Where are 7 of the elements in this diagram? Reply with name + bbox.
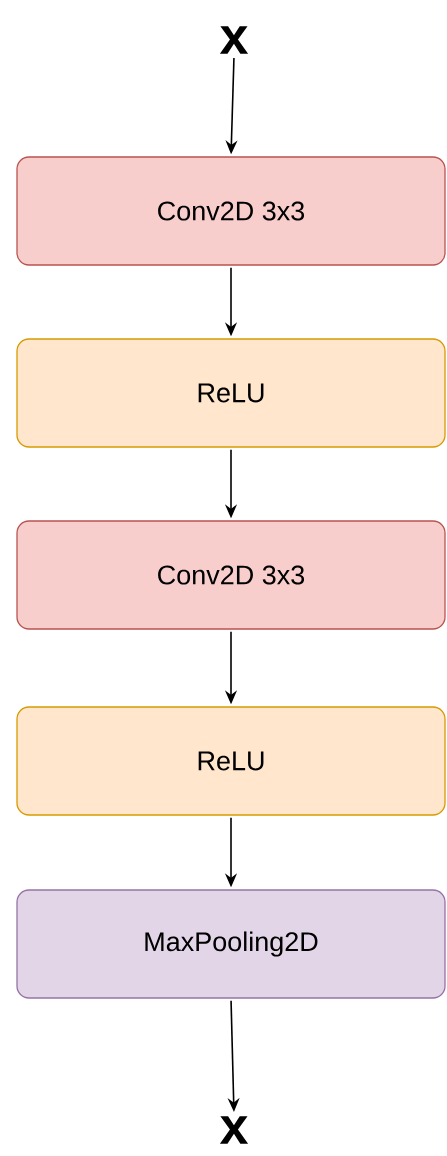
- layer-box: MaxPooling2D: [16, 889, 446, 999]
- layer-box: ReLU: [16, 338, 446, 448]
- layer-box: Conv2D 3x3: [16, 156, 446, 266]
- variable-label: x: [219, 1116, 249, 1144]
- layer-box: Conv2D 3x3: [16, 520, 446, 630]
- variable-label: x: [219, 26, 249, 54]
- layer-box: ReLU: [16, 706, 446, 816]
